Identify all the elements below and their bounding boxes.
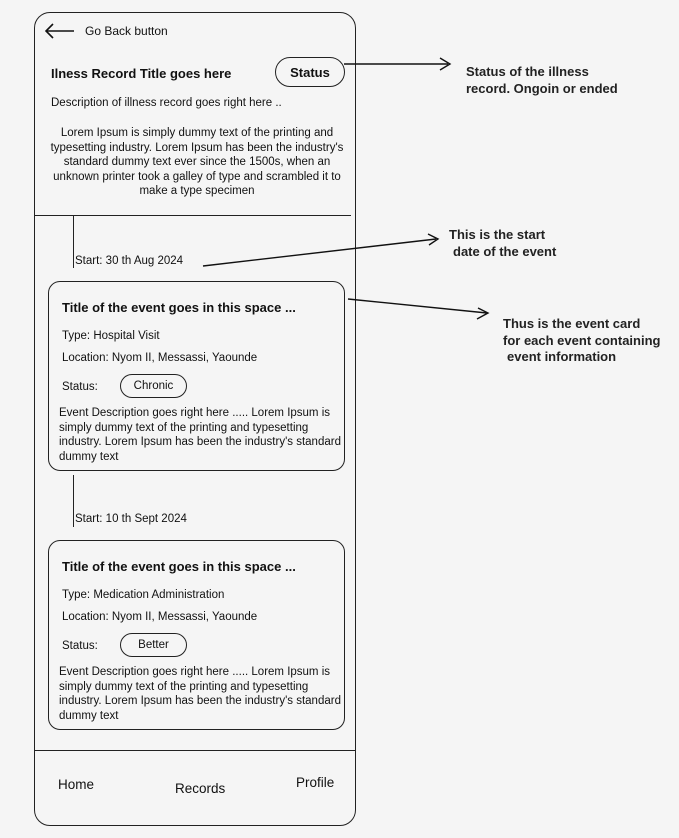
event-description: Event Description goes right here ..... …	[59, 666, 341, 722]
timeline-line	[73, 475, 74, 527]
arrow-left-icon	[45, 23, 74, 39]
event-start-date: Start: 10 th Sept 2024	[75, 513, 187, 525]
event-card[interactable]: Title of the event goes in this space ..…	[48, 540, 345, 730]
header-divider	[35, 215, 351, 216]
nav-home[interactable]: Home	[58, 777, 95, 792]
nav-divider	[35, 750, 355, 751]
record-description: Description of illness record goes right…	[51, 97, 282, 109]
event-description: Event Description goes right here ..... …	[59, 407, 341, 463]
event-status-badge: Better	[120, 633, 187, 657]
nav-profile[interactable]: Profile	[296, 775, 335, 790]
event-card[interactable]: Title of the event goes in this space ..…	[48, 281, 345, 471]
event-location: Location: Nyom II, Messassi, Yaounde	[62, 352, 258, 364]
status-annotation: Status of the illness record. Ongoin or …	[466, 64, 618, 96]
event-type: Type: Hospital Visit	[62, 330, 160, 342]
event-title: Title of the event goes in this space ..…	[62, 300, 296, 315]
record-lorem-text: Lorem Ipsum is simply dummy text of the …	[50, 127, 344, 198]
event-location: Location: Nyom II, Messassi, Yaounde	[62, 611, 258, 623]
event-type: Type: Medication Administration	[62, 589, 225, 601]
go-back-label: Go Back button	[85, 24, 168, 38]
event-status-label: Status:	[62, 381, 98, 393]
start-date-annotation: This is the start date of the event	[449, 227, 557, 259]
event-status-label: Status:	[62, 640, 98, 652]
timeline-line	[73, 216, 74, 268]
event-title: Title of the event goes in this space ..…	[62, 559, 296, 574]
event-start-date: Start: 30 th Aug 2024	[75, 255, 184, 267]
card-annotation-arrow	[347, 298, 488, 314]
go-back-button[interactable]: Go Back button	[45, 23, 168, 39]
nav-records[interactable]: Records	[175, 781, 226, 796]
record-title: Ilness Record Title goes here	[51, 66, 232, 81]
phone-frame: Go Back button Ilness Record Title goes …	[34, 12, 356, 826]
event-status-badge: Chronic	[120, 374, 187, 398]
record-status-badge: Status	[275, 57, 345, 87]
event-card-annotation: Thus is the event card for each event co…	[503, 316, 661, 364]
